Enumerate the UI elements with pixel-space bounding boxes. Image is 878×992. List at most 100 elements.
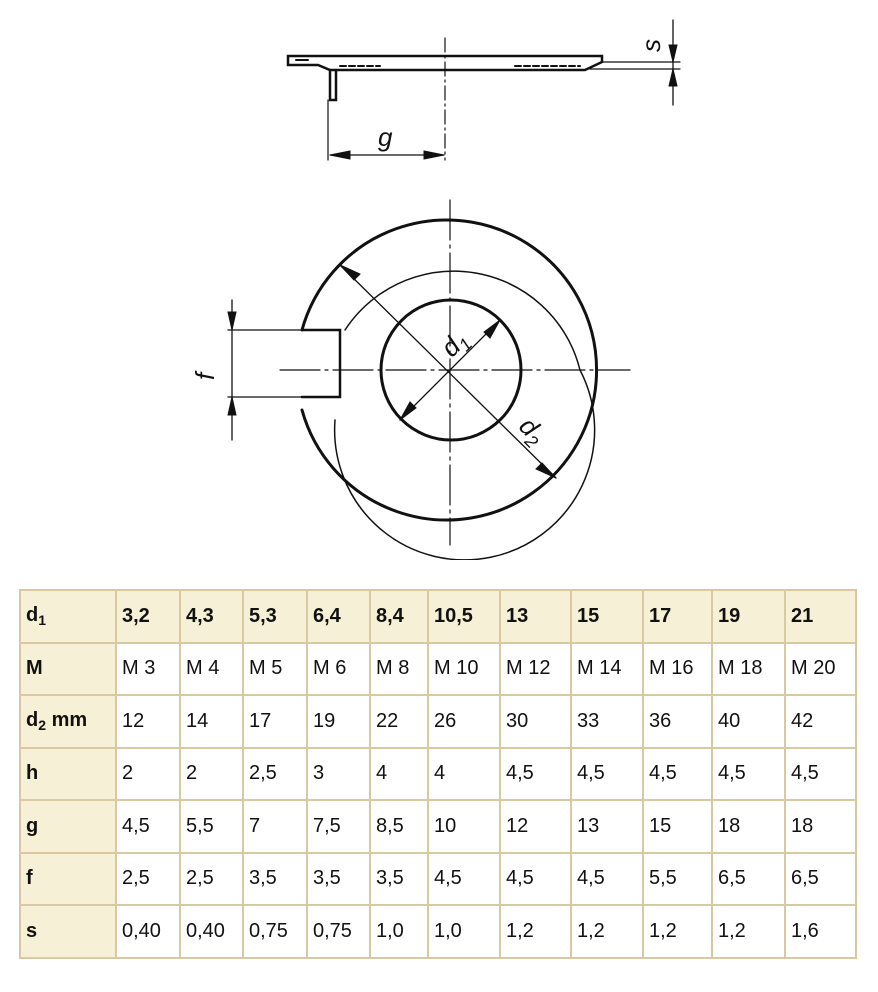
table-cell: 2,5 [179,851,244,906]
table-cell: 36 [642,694,713,749]
table-cell: 2,5 [242,746,308,801]
label-d1: d1 [435,324,476,365]
table-cell: 3,2 [115,589,181,644]
table-cell: 5,5 [179,799,244,854]
table-cell: 6,5 [784,851,857,906]
table-cell: 0,75 [306,904,371,959]
table-cell: 0,40 [115,904,181,959]
table-cell: 19 [306,694,371,749]
table-cell: 1,2 [499,904,572,959]
table-cell: 1,2 [642,904,713,959]
table-cell: 4 [427,746,501,801]
table-cell: 1,6 [784,904,857,959]
label-g: g [378,122,393,152]
table-cell: 1,2 [711,904,786,959]
row-label: h [19,746,117,801]
table-cell: 17 [642,589,713,644]
table-cell: 4,5 [570,851,644,906]
table-cell: 12 [499,799,572,854]
table-cell: 7 [242,799,308,854]
tab-washer-technical-drawing: s g f d1 d2 [190,19,681,560]
table-cell: 26 [427,694,501,749]
row-label: g [19,799,117,854]
table-cell: M 10 [427,641,501,696]
table-cell: 30 [499,694,572,749]
table-cell: M 14 [570,641,644,696]
table-cell: 18 [711,799,786,854]
table-cell: 22 [369,694,429,749]
svg-text:d2: d2 [511,411,552,452]
table-cell: 4,3 [179,589,244,644]
row-label: d1 [19,589,117,644]
table-cell: 8,4 [369,589,429,644]
table-cell: 15 [570,589,644,644]
table-cell: 4,5 [642,746,713,801]
label-s: s [636,39,666,52]
table-cell: 14 [179,694,244,749]
table-cell: 10 [427,799,501,854]
table-cell: 5,3 [242,589,308,644]
table-cell: 4,5 [499,851,572,906]
table-cell: 3,5 [306,851,371,906]
table-cell: 7,5 [306,799,371,854]
table-cell: M 12 [499,641,572,696]
table-cell: M 16 [642,641,713,696]
table-cell: 15 [642,799,713,854]
label-d2: d2 [511,411,552,452]
table-cell: 4,5 [427,851,501,906]
table-cell: 21 [784,589,857,644]
table-cell: 13 [570,799,644,854]
table-cell: 2,5 [115,851,181,906]
table-cell: 40 [711,694,786,749]
table-cell: 0,40 [179,904,244,959]
table-cell: 6,5 [711,851,786,906]
table-cell: 0,75 [242,904,308,959]
table-cell: 4 [369,746,429,801]
table-cell: 3,5 [369,851,429,906]
svg-text:d1: d1 [435,324,476,365]
table-cell: 18 [784,799,857,854]
row-label: s [19,904,117,959]
table-cell: M 18 [711,641,786,696]
table-cell: 19 [711,589,786,644]
table-cell: M 6 [306,641,371,696]
table-cell: 4,5 [711,746,786,801]
table-cell: 4,5 [115,799,181,854]
table-cell: 33 [570,694,644,749]
table-cell: 2 [115,746,181,801]
row-label: M [19,641,117,696]
table-cell: 4,5 [784,746,857,801]
table-cell: M 20 [784,641,857,696]
table-cell: 4,5 [570,746,644,801]
table-cell: M 3 [115,641,181,696]
table-cell: 13 [499,589,572,644]
table-cell: 17 [242,694,308,749]
table-cell: M 8 [369,641,429,696]
table-cell: 3,5 [242,851,308,906]
table-cell: 12 [115,694,181,749]
table-cell: 3 [306,746,371,801]
row-label: d2 mm [19,694,117,749]
table-cell: 42 [784,694,857,749]
side-view [286,19,681,161]
table-cell: 4,5 [499,746,572,801]
table-cell: 6,4 [306,589,371,644]
label-f: f [190,370,220,380]
table-cell: M 5 [242,641,308,696]
table-cell: 1,2 [570,904,644,959]
row-label: f [19,851,117,906]
table-cell: 5,5 [642,851,713,906]
table-cell: 1,0 [427,904,501,959]
table-cell: 1,0 [369,904,429,959]
table-cell: 10,5 [427,589,501,644]
table-cell: M 4 [179,641,244,696]
table-cell: 2 [179,746,244,801]
